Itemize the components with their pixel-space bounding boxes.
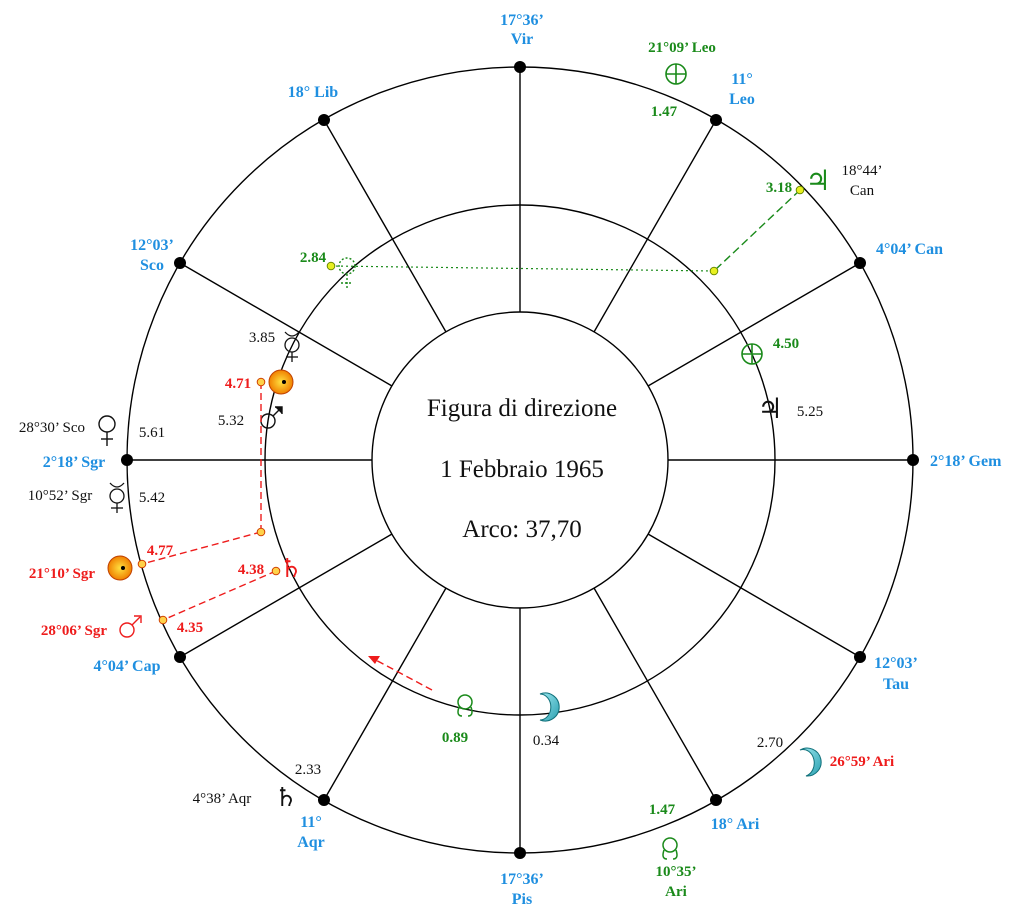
house-spokes bbox=[127, 67, 913, 853]
node-inner-value: 0.89 bbox=[442, 730, 468, 746]
moon-icon bbox=[799, 747, 822, 777]
venus-icon bbox=[338, 257, 356, 290]
mercury-icon bbox=[284, 331, 300, 362]
part-of-fortune-icon bbox=[665, 63, 687, 85]
chart-date: 1 Febbraio 1965 bbox=[440, 456, 604, 483]
venus-icon bbox=[98, 415, 116, 446]
sun-icon bbox=[107, 555, 133, 581]
cusp-label: 17°36’ bbox=[500, 12, 544, 29]
cusp-label: Tau bbox=[883, 676, 909, 693]
pof-position-label: 21°09’ Leo bbox=[648, 40, 716, 56]
chart-arc: Arco: 37,70 bbox=[462, 516, 581, 543]
jupiter-sign: Can bbox=[850, 183, 875, 199]
sun-position: 21°10’ Sgr bbox=[29, 566, 95, 582]
red-dashed-lines bbox=[141, 382, 433, 691]
moon-icon bbox=[539, 692, 560, 722]
cusp-label: 12°03’ bbox=[130, 237, 174, 254]
jupiter-degree: 18°44’ bbox=[842, 163, 883, 179]
cusp-label: 11° bbox=[300, 814, 322, 831]
cusp-label: 4°04’ Cap bbox=[94, 658, 161, 675]
venus-value: 5.61 bbox=[139, 425, 165, 441]
north-node-icon bbox=[457, 694, 473, 717]
chart-title: Figura di direzione bbox=[427, 395, 617, 422]
cusp-label: 2°18’ Sgr bbox=[43, 454, 106, 471]
cusp-label: 18° Lib bbox=[288, 84, 339, 101]
venus-position: 28°30’ Sco bbox=[19, 420, 85, 436]
venus-value: 2.84 bbox=[300, 250, 327, 266]
pof-value: 1.47 bbox=[651, 104, 678, 120]
node-outer-degree: 10°35’ bbox=[656, 864, 697, 880]
mars-icon bbox=[260, 406, 283, 429]
green-dashed-line bbox=[713, 189, 801, 272]
jupiter-icon: ♃ bbox=[805, 166, 830, 197]
cusp-label: Sco bbox=[140, 257, 164, 274]
moon-outer-value: 2.70 bbox=[757, 735, 783, 751]
yellow-dots bbox=[326, 185, 805, 276]
cusp-label: 18° Ari bbox=[711, 816, 760, 833]
pof-inner-value: 4.50 bbox=[773, 336, 799, 352]
cusp-label: 4°04’ Can bbox=[876, 241, 943, 258]
jupiter-value: 3.18 bbox=[766, 180, 792, 196]
moon-inner-value: 0.34 bbox=[533, 733, 560, 749]
cusp-label: 17°36’ bbox=[500, 871, 544, 888]
saturn-inner-value: 4.38 bbox=[238, 562, 264, 578]
sun-inner-value: 4.71 bbox=[225, 376, 251, 392]
mars-inner-value: 5.32 bbox=[218, 413, 244, 429]
cusp-label: Vir bbox=[511, 31, 534, 48]
cusp-label: 12°03’ bbox=[874, 655, 918, 672]
saturn-position: 4°38’ Aqr bbox=[193, 791, 252, 807]
mars-value: 4.35 bbox=[177, 620, 203, 636]
node-outer-value: 1.47 bbox=[649, 802, 676, 818]
cusp-label: Pis bbox=[512, 891, 532, 908]
mars-icon bbox=[119, 615, 142, 638]
sun-icon bbox=[268, 369, 294, 395]
cusp-label: 2°18’ Gem bbox=[930, 453, 1002, 470]
orange-dots bbox=[137, 377, 281, 625]
moon-position: 26°59’ Ari bbox=[830, 754, 894, 770]
jupiter-icon: ♃ bbox=[757, 394, 782, 425]
saturn-value: 2.33 bbox=[295, 762, 321, 778]
part-of-fortune-icon bbox=[741, 343, 763, 365]
node-outer-sign: Ari bbox=[665, 884, 687, 900]
mercury-icon bbox=[109, 482, 125, 513]
mercury-inner-value: 3.85 bbox=[249, 330, 275, 346]
jupiter-inner-value: 5.25 bbox=[797, 404, 823, 420]
cusp-label: Aqr bbox=[297, 834, 325, 851]
green-dotted-line bbox=[330, 265, 715, 272]
red-arrow-head bbox=[368, 656, 380, 664]
cusp-label: Leo bbox=[729, 91, 755, 108]
north-node-icon bbox=[662, 837, 678, 860]
mars-position: 28°06’ Sgr bbox=[41, 623, 107, 639]
mercury-value: 5.42 bbox=[139, 490, 165, 506]
saturn-icon: ♄ bbox=[279, 554, 302, 583]
saturn-icon: ♄ bbox=[274, 783, 297, 812]
cusp-dots bbox=[121, 61, 919, 859]
mercury-position: 10°52’ Sgr bbox=[28, 488, 92, 504]
cusp-label: 11° bbox=[731, 71, 753, 88]
sun-outer-value: 4.77 bbox=[147, 543, 174, 559]
